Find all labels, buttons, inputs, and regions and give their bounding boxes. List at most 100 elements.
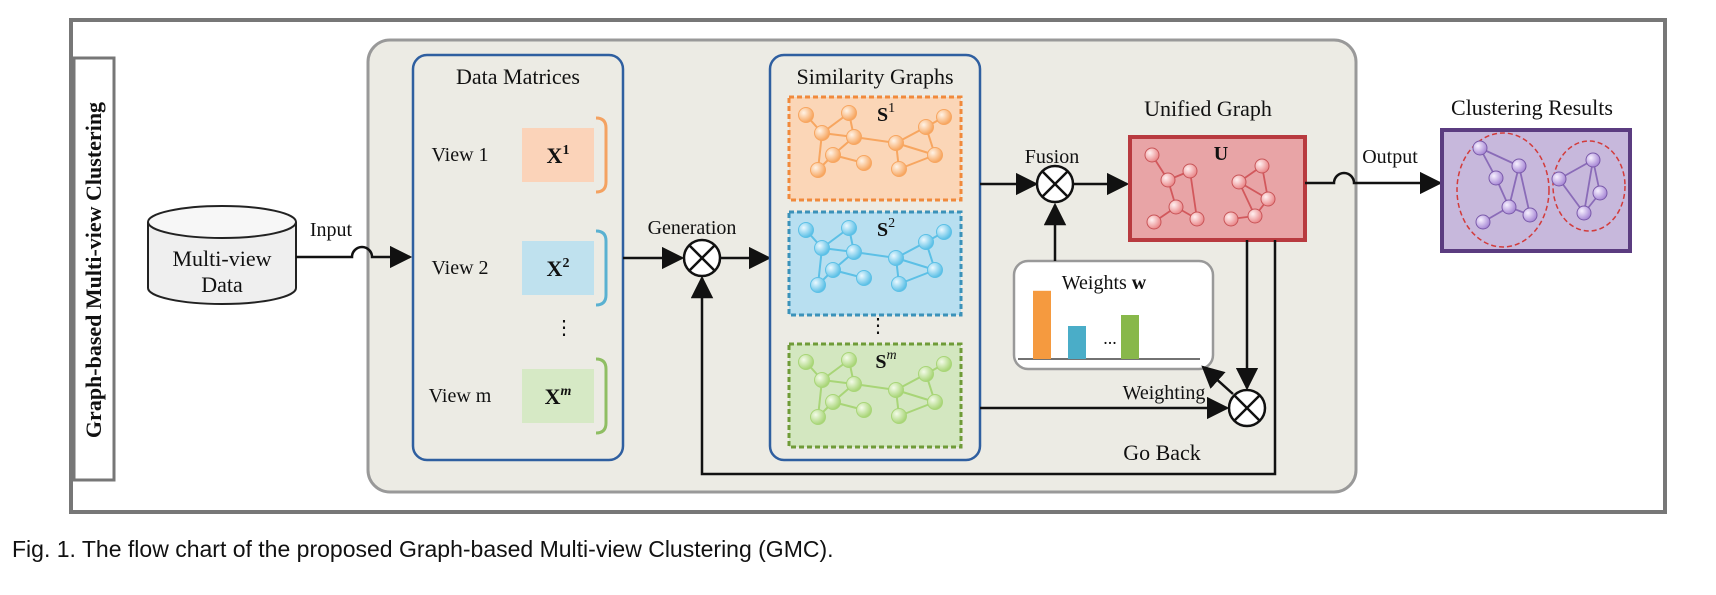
unified-node [1254, 158, 1270, 174]
unified-node [1189, 211, 1205, 227]
graph-node [891, 276, 907, 292]
unified-node [1160, 172, 1176, 188]
result-node [1475, 214, 1491, 230]
graph-node [810, 277, 826, 293]
fusion-label: Fusion [1025, 146, 1079, 168]
graph-node [856, 155, 872, 171]
graph-node [798, 222, 814, 238]
unified-node [1247, 208, 1263, 224]
weights-bars [1033, 290, 1139, 359]
matrix-fill [522, 241, 594, 295]
clustering-result-nodes [1472, 140, 1608, 230]
graph-node [814, 372, 830, 388]
similarity-graph-symbol: S1 [877, 101, 895, 126]
generation-label: Generation [648, 217, 737, 239]
output-arrow [1305, 171, 1443, 195]
graph-node [856, 270, 872, 286]
gmc-flowchart: Graph-based Multi-view Clustering Multi-… [69, 18, 1667, 514]
graph-node [936, 356, 952, 372]
graph-node [936, 109, 952, 125]
similarity-graph-1: S1 [787, 95, 963, 202]
matrix-symbol: Xm [545, 384, 572, 409]
graph-node [825, 147, 841, 163]
similarity-graph-symbol: S2 [877, 216, 895, 241]
view-label: View 2 [431, 257, 488, 279]
graph-node [856, 402, 872, 418]
result-node [1585, 152, 1601, 168]
multi-view-data-cylinder [147, 205, 297, 305]
similarity-graph-3: Sm [787, 342, 963, 449]
graph-node [888, 250, 904, 266]
weighting-label: Weighting [1123, 382, 1206, 404]
weights-box [1012, 259, 1215, 371]
result-node [1501, 199, 1517, 215]
graph-node [798, 354, 814, 370]
graph-node [918, 366, 934, 382]
matrix-symbol: X2 [547, 256, 570, 281]
result-node [1511, 158, 1527, 174]
weight-bar-1 [1033, 290, 1051, 359]
graph-node [918, 119, 934, 135]
view-label: View 1 [431, 144, 488, 166]
weighting-operator-icon [1227, 388, 1267, 428]
view-3: View m Xm [429, 357, 608, 435]
graph-node [841, 352, 857, 368]
view-label: View m [429, 385, 492, 407]
graph-node [846, 129, 862, 145]
graph-node [841, 105, 857, 121]
unified-node [1144, 147, 1160, 163]
similarity-graphs-title: Similarity Graphs [796, 64, 953, 89]
matrix-fill [522, 128, 594, 182]
unified-graph-symbol: U [1214, 143, 1228, 165]
output-label: Output [1362, 146, 1418, 168]
graph-node [888, 135, 904, 151]
result-edge [1583, 159, 1594, 214]
matrix-symbol: X1 [547, 143, 570, 168]
weights-title: Weights w [1062, 272, 1147, 294]
unified-node [1168, 199, 1184, 215]
graph-node [888, 382, 904, 398]
graphs-ellipsis: ⋮ [868, 315, 888, 337]
side-title: Graph-based Multi-view Clustering [81, 102, 106, 438]
unified-edge [1189, 170, 1198, 220]
weighting-to-weights-arrow [1201, 365, 1234, 395]
graph-node [846, 244, 862, 260]
cluster-2-outline [1552, 140, 1626, 232]
result-node [1488, 170, 1504, 186]
unified-node [1182, 163, 1198, 179]
graph-node [814, 125, 830, 141]
result-node [1551, 171, 1567, 187]
clustering-results-title: Clustering Results [1451, 95, 1613, 120]
graph-node [825, 262, 841, 278]
matrix-fill [522, 369, 594, 423]
result-node [1592, 185, 1608, 201]
data-matrices-title: Data Matrices [456, 64, 580, 89]
graph-node [841, 220, 857, 236]
input-label: Input [310, 219, 353, 241]
graph-node [936, 224, 952, 240]
source-label-line1: Multi-view [173, 246, 272, 271]
unified-node [1223, 211, 1239, 227]
side-title-box [72, 56, 116, 482]
go-back-arrow [690, 240, 1277, 476]
graph-node [927, 147, 943, 163]
unified-graph-nodes [1144, 147, 1276, 230]
result-edge [1518, 165, 1531, 216]
graph-node [810, 409, 826, 425]
graph-node [798, 107, 814, 123]
source-label-line2: Data [201, 272, 243, 297]
unified-graph-title: Unified Graph [1144, 96, 1272, 121]
unified-node [1260, 191, 1276, 207]
unified-node [1146, 214, 1162, 230]
weight-bar-2 [1068, 326, 1086, 359]
graph-node [891, 161, 907, 177]
matrix-right-bracket [595, 229, 608, 307]
graph-node [825, 394, 841, 410]
result-node [1522, 207, 1538, 223]
matrices-ellipsis: ⋮ [554, 317, 574, 339]
graph-node [891, 408, 907, 424]
go-back-label: Go Back [1123, 440, 1201, 465]
similarity-graph-2: S2 [787, 210, 963, 317]
